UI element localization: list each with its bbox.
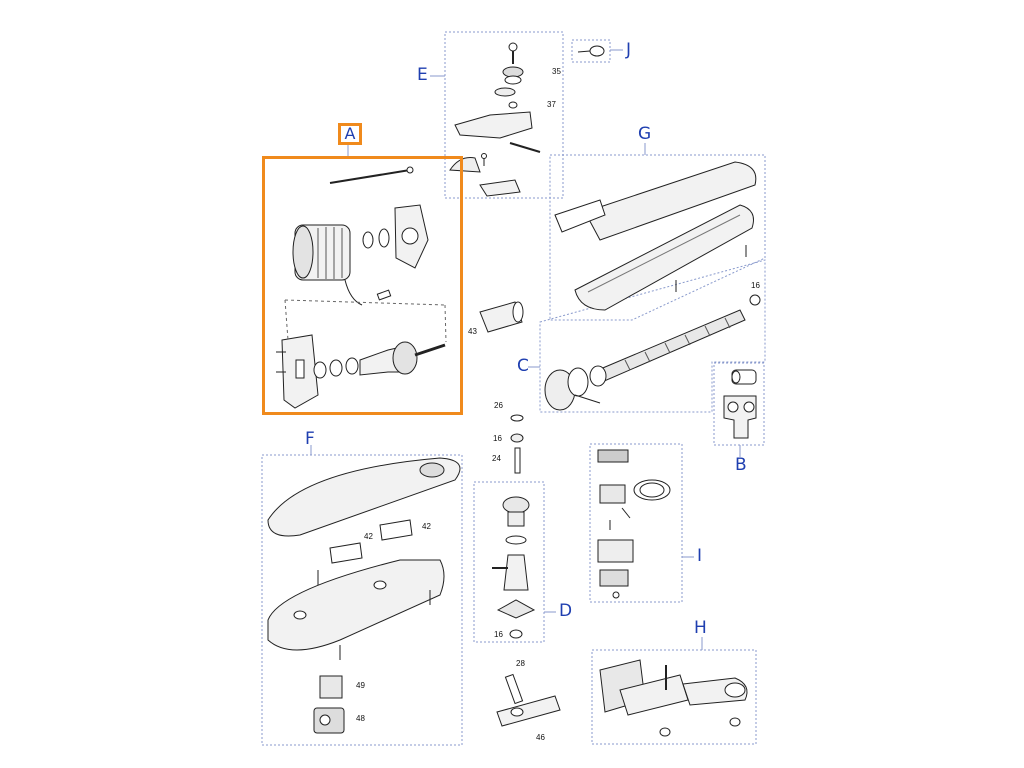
part-number-48: 48: [356, 714, 365, 723]
group-label-h: H: [694, 618, 707, 638]
part-number-43: 43: [468, 327, 477, 336]
group-label-j: J: [626, 40, 632, 60]
group-label-f: F: [305, 429, 315, 449]
highlight-frame-group-a: [262, 156, 463, 415]
part-number-35: 35: [552, 67, 561, 76]
group-f-frame: [261, 454, 463, 746]
part-number-46: 46: [536, 733, 545, 742]
group-i-frame: [589, 443, 683, 603]
part-number-28: 28: [516, 659, 525, 668]
group-h-parts: [599, 659, 748, 737]
group-e-parts: [449, 42, 541, 197]
group-label-b: B: [735, 455, 747, 475]
group-h-frame: [591, 649, 757, 745]
group-e-frame: [444, 31, 564, 199]
part-number-37: 37: [547, 100, 556, 109]
part-number-16-upper: 16: [493, 434, 502, 443]
pin-stack-parts: [510, 414, 524, 474]
group-label-c: C: [517, 356, 529, 376]
part-number-49: 49: [356, 681, 365, 690]
part-number-26: 26: [494, 401, 503, 410]
group-i-parts: [597, 449, 671, 599]
part-number-42-left: 42: [364, 532, 373, 541]
part-number-16-c: 16: [751, 281, 760, 290]
group-label-i: I: [697, 546, 703, 566]
group-label-g: G: [638, 124, 652, 144]
group-a-parts: [276, 166, 447, 409]
highlighted-group-label: A: [338, 123, 362, 145]
group-j-frame: [571, 39, 611, 63]
part-number-42-right: 42: [422, 522, 431, 531]
part-43-sleeve: [479, 301, 524, 333]
group-label-d: D: [559, 601, 573, 621]
group-g-parts: [554, 161, 757, 311]
group-c-parts: [544, 294, 761, 411]
group-c-frame: [539, 259, 766, 413]
group-f-parts: [267, 457, 461, 734]
group-d-frame: [473, 481, 545, 643]
group-j-parts: [577, 45, 605, 57]
group-b-parts: [723, 369, 757, 439]
part-28-46-arm: [496, 673, 561, 727]
part-number-16-lower: 16: [494, 630, 503, 639]
part-number-24: 24: [492, 454, 501, 463]
group-d-parts: [492, 496, 536, 639]
group-label-e: E: [417, 65, 428, 85]
group-b-frame: [713, 362, 765, 446]
